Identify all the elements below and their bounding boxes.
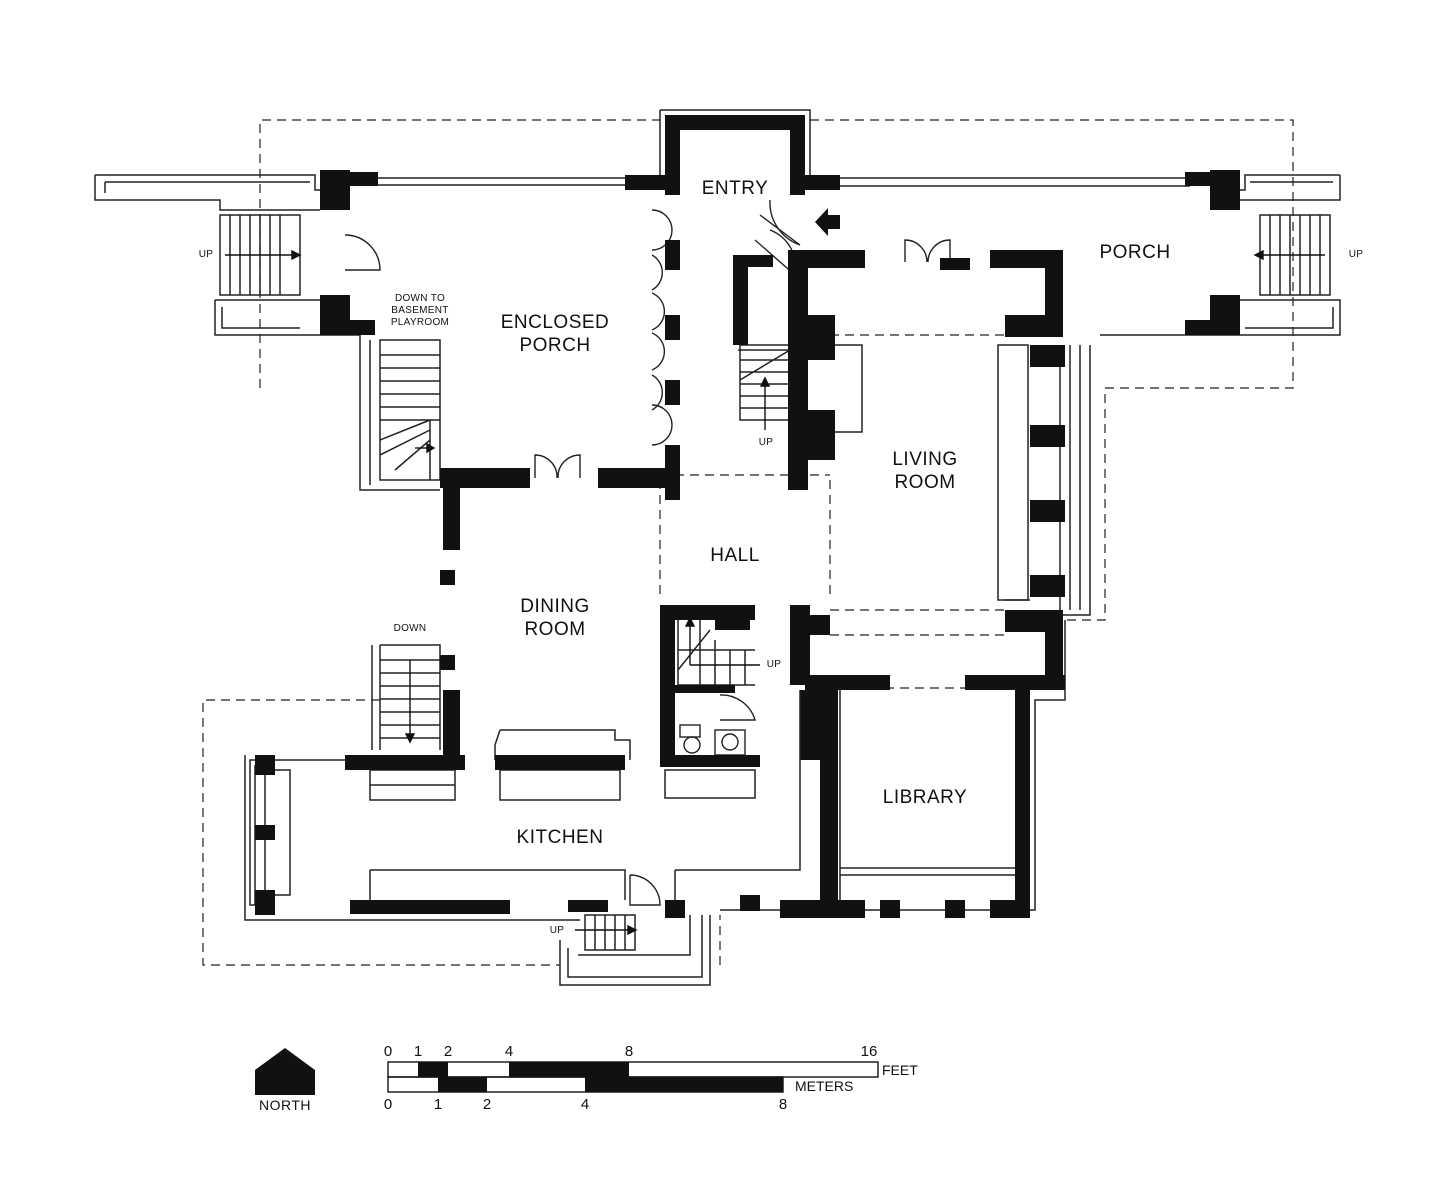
meters-tick-0: 0 bbox=[383, 1096, 393, 1113]
meters-unit-label: METERS bbox=[795, 1078, 854, 1094]
hall-up-arrow bbox=[689, 625, 760, 666]
room-label-line: ROOM bbox=[524, 618, 586, 640]
fireplace bbox=[830, 344, 863, 433]
entry-door bbox=[759, 199, 801, 246]
room-label-line: LIVING bbox=[892, 449, 958, 470]
kitchen-door bbox=[629, 874, 661, 906]
library-bookcase bbox=[840, 867, 1015, 876]
feet-tick-2: 2 bbox=[443, 1043, 453, 1060]
meters-tick-4: 4 bbox=[580, 1096, 590, 1113]
feet-tick-4: 4 bbox=[504, 1043, 514, 1060]
kitchen-counter bbox=[369, 869, 626, 900]
porch-window-line bbox=[830, 177, 1190, 187]
basement-stair bbox=[379, 339, 441, 481]
room-label-line: PORCH bbox=[519, 334, 591, 356]
room-label-hall: HALL bbox=[710, 545, 760, 566]
enclosed-porch-window-line bbox=[350, 177, 640, 186]
room-label-library: LIBRARY bbox=[882, 787, 968, 808]
dining-double-door bbox=[534, 454, 581, 479]
feet-tick-0: 0 bbox=[383, 1043, 393, 1060]
stair-note-down-basement: DOWN TO BASEMENT PLAYROOM bbox=[380, 293, 460, 329]
note-line: PLAYROOM bbox=[390, 317, 450, 328]
room-label-line: ENCLOSED bbox=[500, 312, 610, 333]
room-label-enclosed-porch: ENCLOSED PORCH bbox=[490, 312, 620, 358]
north-arrow-icon bbox=[255, 1048, 315, 1095]
living-room-bench bbox=[997, 344, 1029, 601]
south-terrace-wall bbox=[559, 915, 711, 986]
bath-door bbox=[719, 694, 756, 721]
feet-tick-1: 1 bbox=[413, 1043, 423, 1060]
room-label-line: ROOM bbox=[894, 471, 956, 493]
sink bbox=[721, 733, 739, 751]
room-label-line: DINING bbox=[520, 596, 590, 617]
room-label-porch: PORCH bbox=[1099, 242, 1171, 263]
stair-note-up-hall: UP bbox=[766, 659, 782, 670]
walls bbox=[255, 115, 1240, 1095]
feet-unit-label: FEET bbox=[882, 1062, 918, 1078]
note-line: BASEMENT bbox=[391, 305, 449, 316]
stair-note-down-kitchen: DOWN bbox=[393, 623, 427, 634]
stair-note-up-west: UP bbox=[198, 249, 214, 260]
meters-tick-1: 1 bbox=[433, 1096, 443, 1113]
living-double-door bbox=[904, 239, 951, 263]
stair-note-up-east: UP bbox=[1348, 249, 1364, 260]
entry-arrow bbox=[815, 208, 840, 236]
room-label-entry: ENTRY bbox=[701, 178, 769, 199]
meters-tick-2: 2 bbox=[482, 1096, 492, 1113]
entry-outline bbox=[659, 109, 811, 175]
feet-bar bbox=[387, 1061, 879, 1078]
stair-note-up-south: UP bbox=[549, 925, 565, 936]
north-label: NORTH bbox=[258, 1097, 312, 1113]
east-terrace-wall bbox=[1100, 174, 1341, 336]
room-label-dining-room: DINING ROOM bbox=[505, 596, 605, 642]
south-stairs bbox=[584, 914, 636, 951]
hall-dashed bbox=[659, 334, 1005, 636]
room-label-kitchen: KITCHEN bbox=[516, 827, 604, 848]
enclosed-porch-french-doors bbox=[651, 209, 673, 446]
room-label-living-room: LIVING ROOM bbox=[870, 449, 980, 495]
roof-overhang-south bbox=[202, 699, 721, 966]
feet-tick-16: 16 bbox=[860, 1043, 878, 1060]
note-line: DOWN TO bbox=[394, 293, 446, 304]
feet-tick-8: 8 bbox=[624, 1043, 634, 1060]
stair-note-up-entry: UP bbox=[758, 437, 774, 448]
roof-overhang-north bbox=[259, 119, 1294, 621]
scale-bar bbox=[387, 1061, 879, 1093]
meters-tick-8: 8 bbox=[778, 1096, 788, 1113]
toilet bbox=[683, 736, 701, 754]
west-door bbox=[344, 234, 381, 271]
west-terrace-wall bbox=[94, 174, 360, 336]
